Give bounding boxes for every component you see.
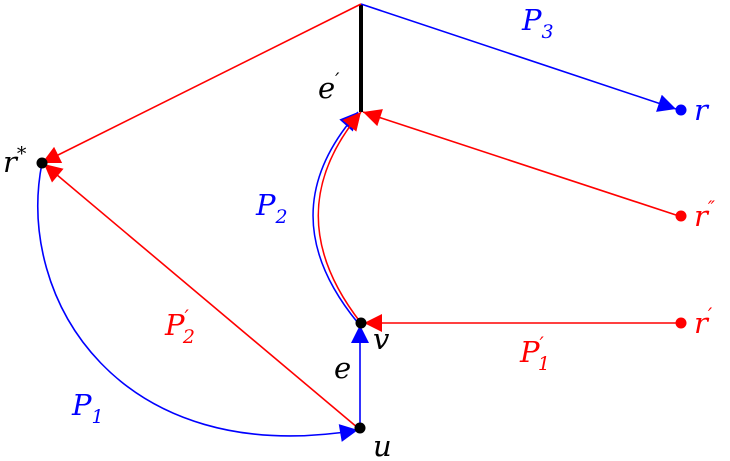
- vertex-r-star: [36, 157, 48, 169]
- label-r-star: r*: [3, 143, 27, 179]
- path-p3: [360, 3, 677, 112]
- path-top-to-r-star: [41, 3, 362, 164]
- vertex-r-double-prime: [675, 210, 687, 222]
- vertex-u: [354, 422, 366, 434]
- label-p2-prime: P′2: [164, 306, 195, 348]
- label-p3: P3: [521, 3, 554, 43]
- path-p2-red-parallel: [317, 111, 362, 324]
- label-e-prime: e′: [318, 69, 340, 105]
- label-v: v: [373, 322, 390, 356]
- label-u: u: [373, 429, 392, 461]
- vertex-r-prime: [675, 317, 687, 329]
- label-p1: P1: [71, 388, 104, 428]
- label-r: r: [694, 93, 710, 127]
- vertex-r: [675, 104, 687, 116]
- label-p1-prime: P′1: [519, 333, 550, 375]
- path-r-double-prime-to-e-prime: [362, 109, 680, 217]
- path-p2-prime: [43, 163, 359, 429]
- label-r-prime: r′: [694, 304, 713, 340]
- path-p2: [312, 111, 359, 324]
- path-p1: [37, 162, 359, 442]
- label-p2: P2: [255, 188, 288, 228]
- vertex-v: [355, 317, 367, 329]
- label-r-double-prime: r″: [694, 197, 715, 233]
- label-e: e: [334, 351, 351, 385]
